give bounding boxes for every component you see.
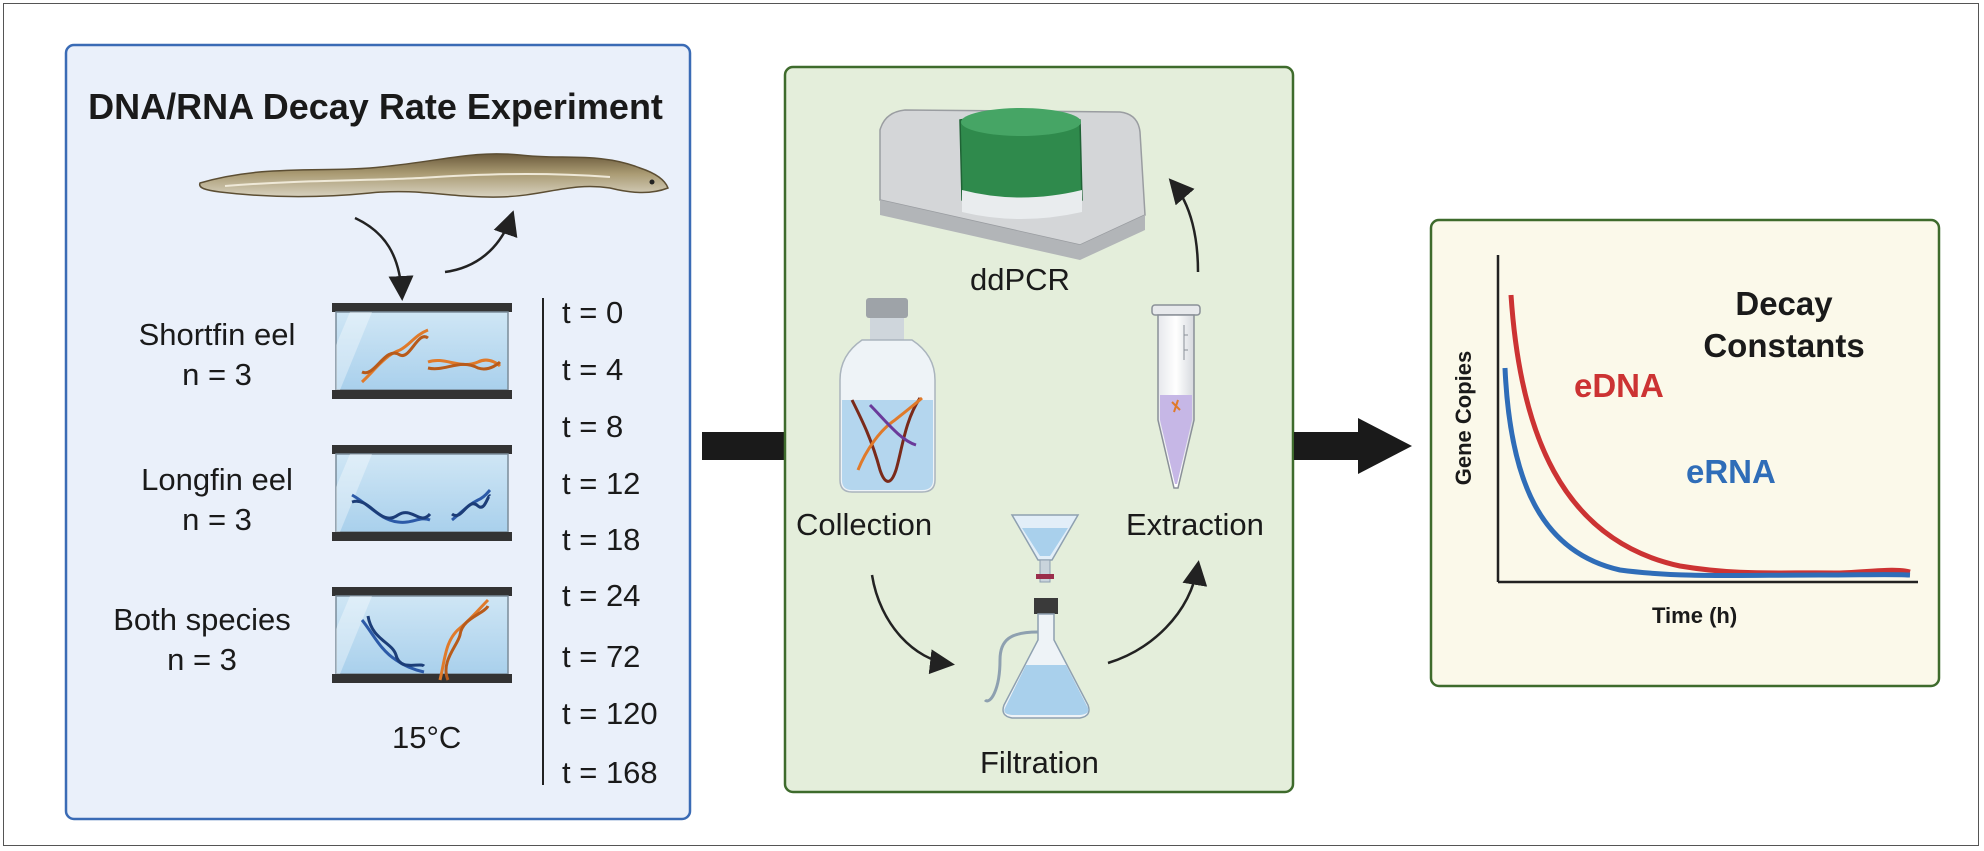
experiment-panel xyxy=(64,43,692,821)
flow-arrow-1 xyxy=(702,432,784,460)
x-axis-label: Time (h) xyxy=(1652,603,1738,628)
filtration-flask-icon xyxy=(983,514,1090,719)
erna-curve xyxy=(1502,367,1911,579)
sample-count: n = 3 xyxy=(167,642,237,677)
sample-count: n = 3 xyxy=(182,502,252,537)
to-filtration-arrow xyxy=(870,574,955,675)
timepoint-label: t = 0 xyxy=(562,295,624,330)
timepoint-label: t = 120 xyxy=(562,696,658,731)
species-name: Shortfin eel xyxy=(138,317,296,352)
to-ddpcr-arrow xyxy=(1168,178,1200,273)
y-axis-label: Gene Copies xyxy=(1451,350,1476,486)
figure-frame xyxy=(3,3,1979,846)
timepoint-label: t = 8 xyxy=(562,409,624,444)
extraction-tube-icon xyxy=(1151,304,1201,489)
edna-curve xyxy=(1508,294,1911,576)
results-panel xyxy=(1429,218,1941,688)
eel-illustration xyxy=(198,153,669,198)
species-label-both: Both species n = 3 xyxy=(87,600,317,680)
collection-bottle-icon xyxy=(839,298,936,493)
ddpcr-machine xyxy=(879,108,1146,260)
extraction-label: Extraction xyxy=(1126,507,1264,542)
species-label-shortfin: Shortfin eel n = 3 xyxy=(102,315,332,395)
species-name: Longfin eel xyxy=(141,462,293,497)
series-label-edna: eDNA xyxy=(1574,367,1664,404)
eel-out-arrow xyxy=(444,210,518,274)
results-title: Decay Constants xyxy=(1684,283,1884,367)
species-name: Both species xyxy=(113,602,291,637)
tank-both xyxy=(332,587,512,683)
experiment-title: DNA/RNA Decay Rate Experiment xyxy=(88,86,663,127)
timepoint-label: t = 24 xyxy=(562,578,641,613)
ddpcr-label: ddPCR xyxy=(970,262,1070,297)
results-title-line: Constants xyxy=(1703,327,1865,364)
temperature-label: 15°C xyxy=(392,720,462,755)
series-label-erna: eRNA xyxy=(1686,453,1776,490)
tank-longfin xyxy=(332,445,512,541)
eel-in-arrow xyxy=(354,216,414,301)
species-label-longfin: Longfin eel n = 3 xyxy=(102,460,332,540)
timepoint-label: t = 18 xyxy=(562,522,641,557)
to-extraction-arrow xyxy=(1107,560,1208,665)
workflow-panel xyxy=(783,65,1295,794)
filtration-label: Filtration xyxy=(980,745,1099,780)
tank-shortfin xyxy=(332,303,512,399)
timepoint-label: t = 12 xyxy=(562,466,641,501)
flow-arrow-2 xyxy=(1294,418,1412,474)
timepoint-label: t = 72 xyxy=(562,639,641,674)
sample-count: n = 3 xyxy=(182,357,252,392)
results-title-line: Decay xyxy=(1735,285,1833,322)
timepoint-label: t = 168 xyxy=(562,755,658,790)
collection-label: Collection xyxy=(796,507,933,542)
timepoint-label: t = 4 xyxy=(562,352,624,387)
